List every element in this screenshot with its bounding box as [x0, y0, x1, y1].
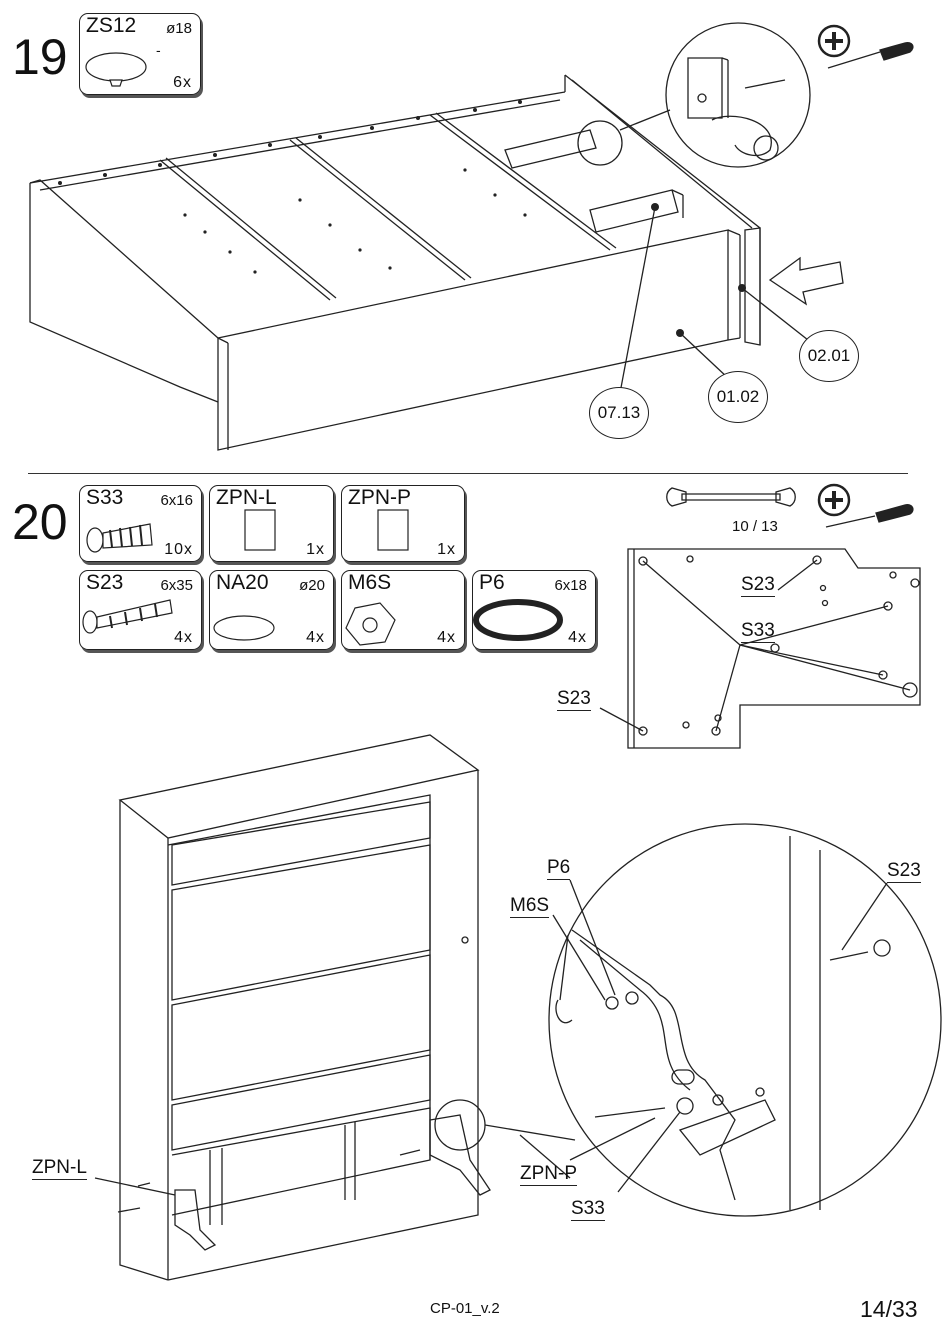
part-box-m6s: M6S 4x — [341, 570, 465, 650]
part-box-zpn-p: ZPN-P 1x — [341, 485, 465, 562]
label-m6s: M6S — [510, 895, 549, 918]
part-qty: 4x — [306, 629, 325, 647]
zpn-p-fitting-drawing — [400, 1115, 490, 1195]
part-qty: 4x — [437, 629, 456, 647]
part-code: S23 — [86, 571, 123, 595]
part-code: ZPN-L — [216, 486, 277, 510]
label-zpn-l: ZPN-L — [32, 1157, 87, 1180]
screwdriver-drawing — [826, 43, 913, 527]
step-20-number: 20 — [12, 497, 68, 547]
part-size: 6x18 — [554, 577, 587, 594]
part-box-s23: S23 6x35 4x — [79, 570, 202, 650]
wardrobe-drawing — [120, 735, 575, 1280]
part-size: ø18 — [166, 20, 192, 37]
part-qty: 1x — [306, 541, 325, 559]
zoom-detail-drawing — [556, 836, 890, 1210]
part-code: P6 — [479, 571, 505, 595]
document-code: CP-01_v.2 — [430, 1300, 500, 1317]
plate-label-s23-top: S23 — [741, 574, 775, 597]
screwdriver-plus-icon — [820, 485, 850, 515]
callout-02-01: 02.01 — [799, 330, 859, 382]
part-qty: 10x — [164, 541, 193, 559]
plate-label-s23-left: S23 — [557, 688, 591, 711]
part-code: S33 — [86, 486, 123, 510]
part-qty: 6x — [173, 74, 192, 92]
label-s33: S33 — [571, 1198, 605, 1221]
part-qty: 4x — [568, 629, 587, 647]
part-dash: - — [156, 42, 161, 58]
page-number: 14/33 — [860, 1296, 918, 1323]
bolt-detail-drawing — [688, 58, 785, 160]
callout-07-13: 07.13 — [589, 387, 649, 439]
screwdriver-plus-icon — [820, 26, 850, 56]
part-box-p6: P6 6x18 4x — [472, 570, 596, 650]
part-qty: 4x — [174, 629, 193, 647]
part-size: 6x16 — [160, 492, 193, 509]
wrench-icon — [670, 486, 800, 508]
part-size: ø20 — [299, 577, 325, 594]
part-code: NA20 — [216, 571, 269, 595]
label-s23: S23 — [887, 860, 921, 883]
plus-icon-drawing — [819, 26, 849, 515]
part-qty: 1x — [437, 541, 456, 559]
callout-01-02: 01.02 — [708, 371, 768, 423]
part-code: M6S — [348, 571, 391, 595]
part-size: 6x35 — [160, 577, 193, 594]
bed-frame-drawing — [30, 75, 760, 450]
part-box-zs12: ZS12 ø18 - 6x — [79, 13, 201, 95]
plate-label-s33: S33 — [741, 620, 775, 643]
step-separator — [28, 473, 908, 474]
part-code: ZS12 — [86, 14, 136, 38]
wrench-size-label: 10 / 13 — [732, 518, 778, 535]
part-box-s33: S33 6x16 10x — [79, 485, 202, 562]
label-zpn-p: ZPN-P — [520, 1163, 577, 1186]
label-p6: P6 — [547, 857, 570, 880]
step-19-number: 19 — [12, 32, 68, 82]
part-box-na20: NA20 ø20 4x — [209, 570, 334, 650]
part-code: ZPN-P — [348, 486, 411, 510]
part-box-zpn-l: ZPN-L 1x — [209, 485, 334, 562]
